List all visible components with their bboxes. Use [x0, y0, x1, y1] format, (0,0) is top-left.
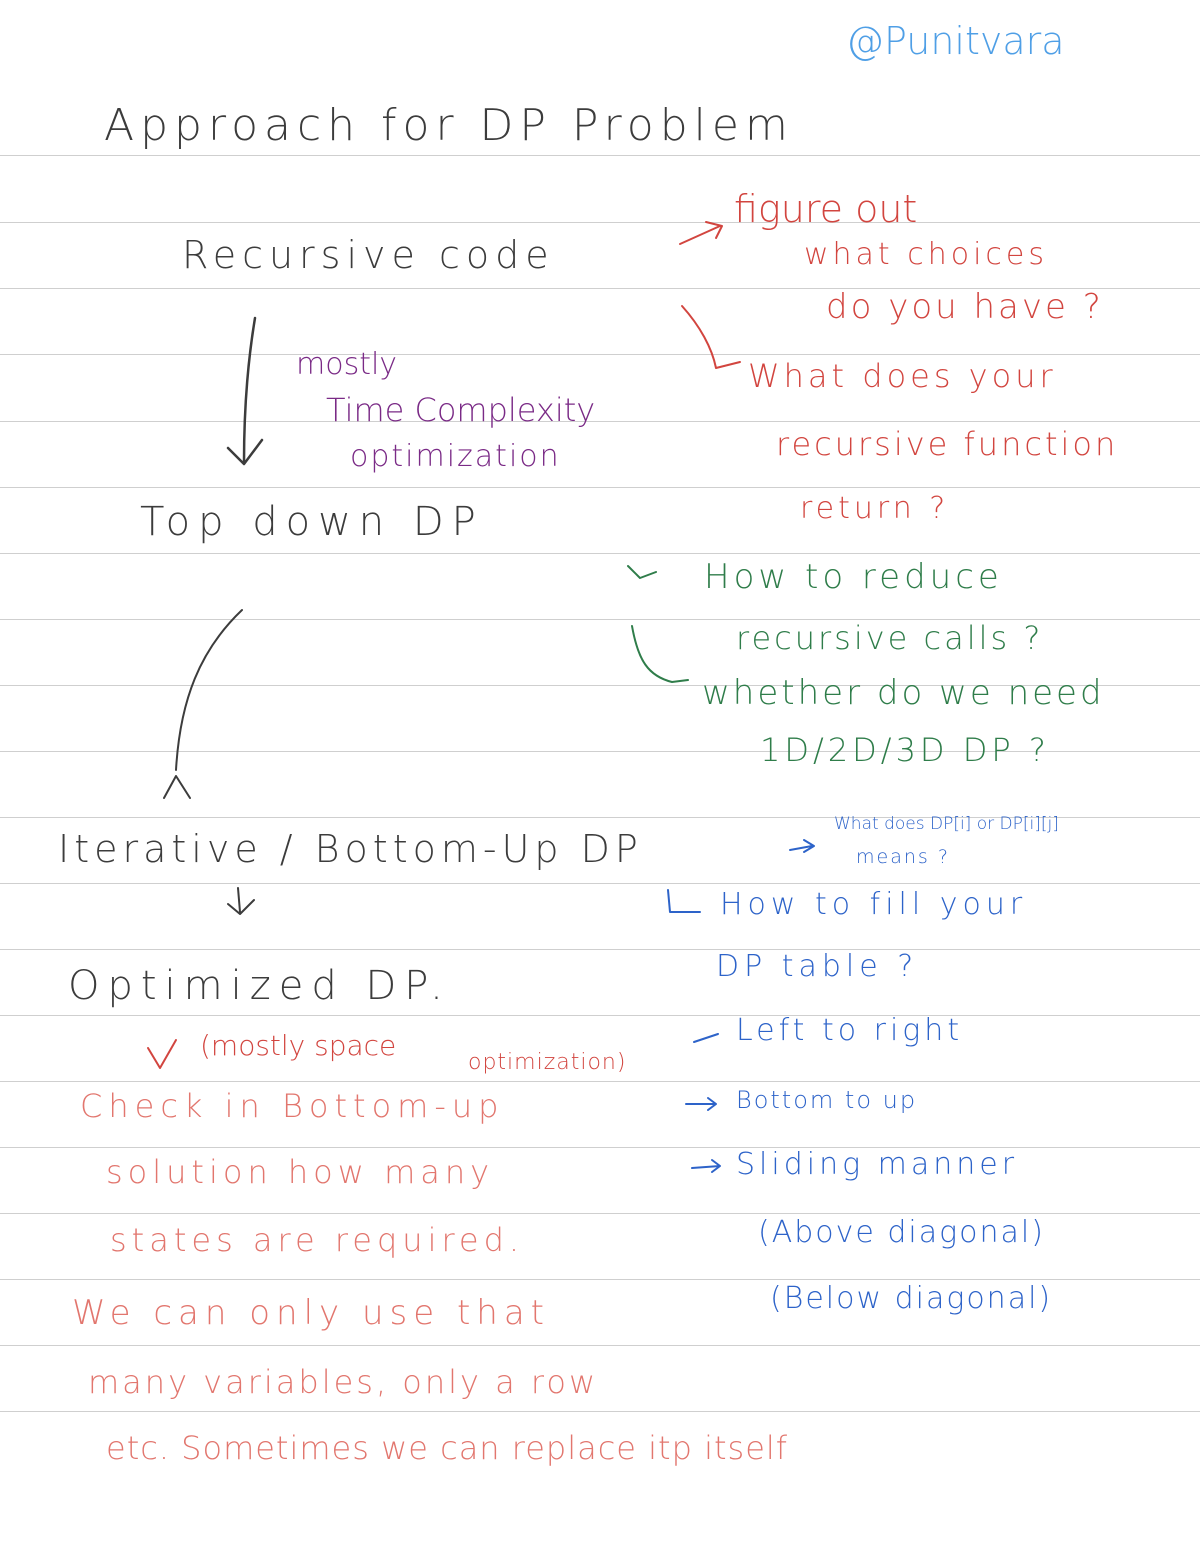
note-recursive-function: recursive function [776, 425, 1119, 463]
note-mostly-space: (mostly space [200, 1029, 397, 1062]
note-check-bottom-up: Check in Bottom-up [80, 1087, 505, 1125]
arrow-iterative-to-optimized [227, 887, 255, 915]
ruled-line [0, 1081, 1200, 1082]
ruled-line [0, 817, 1200, 818]
arrow-to-how-fill [667, 889, 701, 913]
note-do-you-have: do you have ? [826, 287, 1104, 327]
arrow-dp-to-what-does [789, 839, 815, 853]
ruled-line [0, 354, 1200, 355]
ruled-line [0, 1147, 1200, 1148]
note-solution-how-many: solution how many [106, 1153, 495, 1191]
ruled-line [0, 553, 1200, 554]
note-what-does-your: What does your [748, 357, 1057, 395]
step-optimized-dp: Optimized DP. [68, 963, 451, 1009]
note-dp-table: DP table ? [716, 949, 919, 984]
ruled-line [0, 1279, 1200, 1280]
ruled-line [0, 155, 1200, 156]
note-states-required: states are required. [110, 1221, 525, 1259]
ruled-line [0, 685, 1200, 686]
note-etc-sometimes: etc. Sometimes we can replace itp itself [106, 1429, 789, 1467]
ruled-line [0, 288, 1200, 289]
ruled-line [0, 222, 1200, 223]
note-whether-do-we-need: whether do we need [702, 673, 1105, 713]
note-recursive-calls: recursive calls ? [736, 619, 1044, 657]
note-we-can-only: We can only use that [72, 1293, 550, 1333]
note-left-to-right: Left to right [736, 1013, 964, 1048]
step-bottom-up-dp: Iterative / Bottom-Up DP [58, 827, 643, 871]
note-means: means ? [856, 846, 950, 868]
arrow-to-sliding [691, 1159, 721, 1173]
ruled-line [0, 751, 1200, 752]
note-optimization: optimization [350, 439, 561, 474]
ruled-line [0, 421, 1200, 422]
note-below-diagonal: (Below diagonal) [770, 1281, 1053, 1316]
note-sliding-manner: Sliding manner [736, 1147, 1019, 1182]
step-recursive-code: Recursive code [182, 233, 555, 277]
arrow-to-left-right [693, 1033, 719, 1043]
note-bottom-to-up: Bottom to up [736, 1086, 918, 1114]
arrow-code-to-figure-out [679, 221, 723, 245]
arrow-check-mark [147, 1039, 177, 1069]
note-what-does-dp: What does DP[i] or DP[i][j] [834, 814, 1059, 834]
arrow-code-to-what-does [681, 305, 741, 369]
page-title: Approach for DP Problem [104, 100, 794, 151]
arrow-recursive-to-topdown [226, 316, 264, 466]
arrow-to-whether [631, 625, 689, 683]
ruled-line [0, 949, 1200, 950]
note-1d-2d-3d-dp: 1D/2D/3D DP ? [760, 731, 1050, 769]
signature: @Punitvara [846, 19, 1065, 63]
note-time-complexity: Time Complexity [326, 391, 596, 429]
ruled-line [0, 1213, 1200, 1214]
step-top-down-dp: Top down DP [140, 499, 484, 545]
note-space-optimization: optimization) [468, 1050, 627, 1075]
ruled-line [0, 487, 1200, 488]
note-what-choices: what choices [804, 237, 1049, 272]
note-above-diagonal: (Above diagonal) [758, 1215, 1045, 1250]
note-mostly: mostly [296, 347, 398, 382]
ruled-line [0, 1015, 1200, 1016]
arrow-dp-to-how-reduce [627, 565, 657, 579]
ruled-line [0, 1411, 1200, 1412]
note-figure-out: figure out [734, 187, 918, 231]
arrow-to-bottom-up [685, 1097, 717, 1111]
note-how-to-reduce: How to reduce [704, 557, 1003, 597]
ruled-line [0, 883, 1200, 884]
note-return: return ? [800, 491, 950, 526]
note-how-to-fill: How to fill your [720, 887, 1028, 922]
ruled-line [0, 619, 1200, 620]
ruled-line [0, 1345, 1200, 1346]
note-many-variables: many variables, only a row [88, 1363, 599, 1401]
arrow-topdown-to-iterative [163, 609, 243, 799]
